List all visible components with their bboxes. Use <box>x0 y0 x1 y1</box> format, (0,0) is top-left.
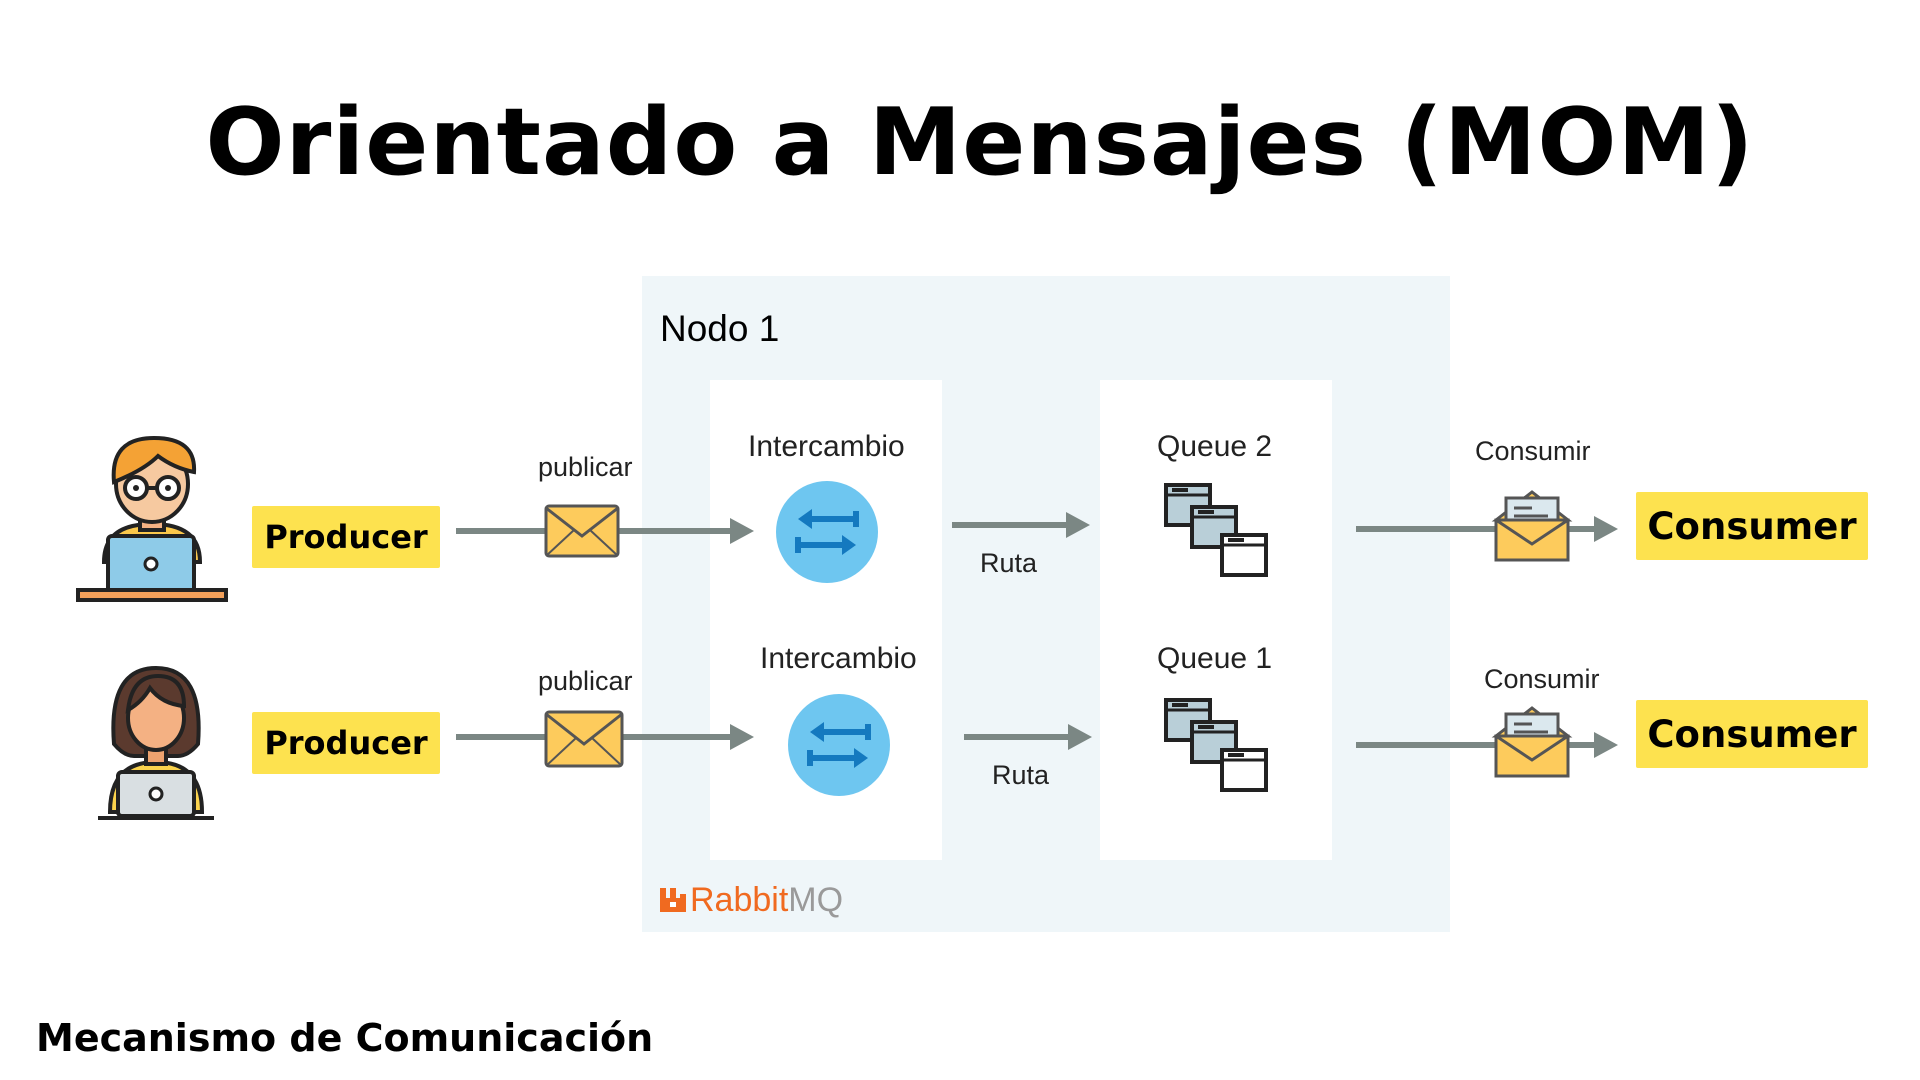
rabbitmq-logo-suffix: MQ <box>788 880 844 919</box>
envelope-icon <box>544 504 620 558</box>
queue-label: Queue 1 <box>1157 642 1273 675</box>
route-arrow <box>952 512 1090 538</box>
rabbit-logo-icon <box>660 888 686 912</box>
queue-label: Queue 2 <box>1157 430 1273 463</box>
route-label: Ruta <box>980 548 1038 578</box>
producer-badge: Producer <box>252 506 440 568</box>
consume-arrow <box>1356 516 1618 542</box>
producer-badge: Producer <box>252 712 440 774</box>
publish-label: publicar <box>538 452 633 482</box>
consumer-badge: Consumer <box>1636 700 1868 768</box>
rabbitmq-logo-brand: Rabbit <box>690 880 789 919</box>
footer-caption: Mecanismo de Comunicación <box>36 1016 654 1060</box>
consume-label: Consumir <box>1484 664 1600 694</box>
node-title: Nodo 1 <box>660 308 780 349</box>
publish-label: publicar <box>538 666 633 696</box>
consumer-badge: Consumer <box>1636 492 1868 560</box>
queue-column <box>1100 380 1332 860</box>
envelope-icon <box>544 710 624 768</box>
female-developer-icon <box>98 665 214 820</box>
page-title: Orientado a Mensajes (MOM) <box>205 88 1755 196</box>
exchange-label: Intercambio <box>748 430 905 463</box>
exchange-icon[interactable] <box>776 481 878 583</box>
exchange-icon[interactable] <box>788 694 890 796</box>
consume-label: Consumir <box>1475 436 1591 466</box>
open-envelope-icon <box>1491 490 1573 562</box>
route-arrow <box>964 724 1092 750</box>
open-envelope-icon <box>1491 706 1573 778</box>
queue-icon[interactable] <box>1164 698 1270 794</box>
queue-icon[interactable] <box>1164 483 1270 579</box>
route-label: Ruta <box>992 760 1050 790</box>
exchange-label: Intercambio <box>760 642 917 675</box>
consume-arrow <box>1356 732 1618 758</box>
male-developer-icon <box>76 435 228 602</box>
